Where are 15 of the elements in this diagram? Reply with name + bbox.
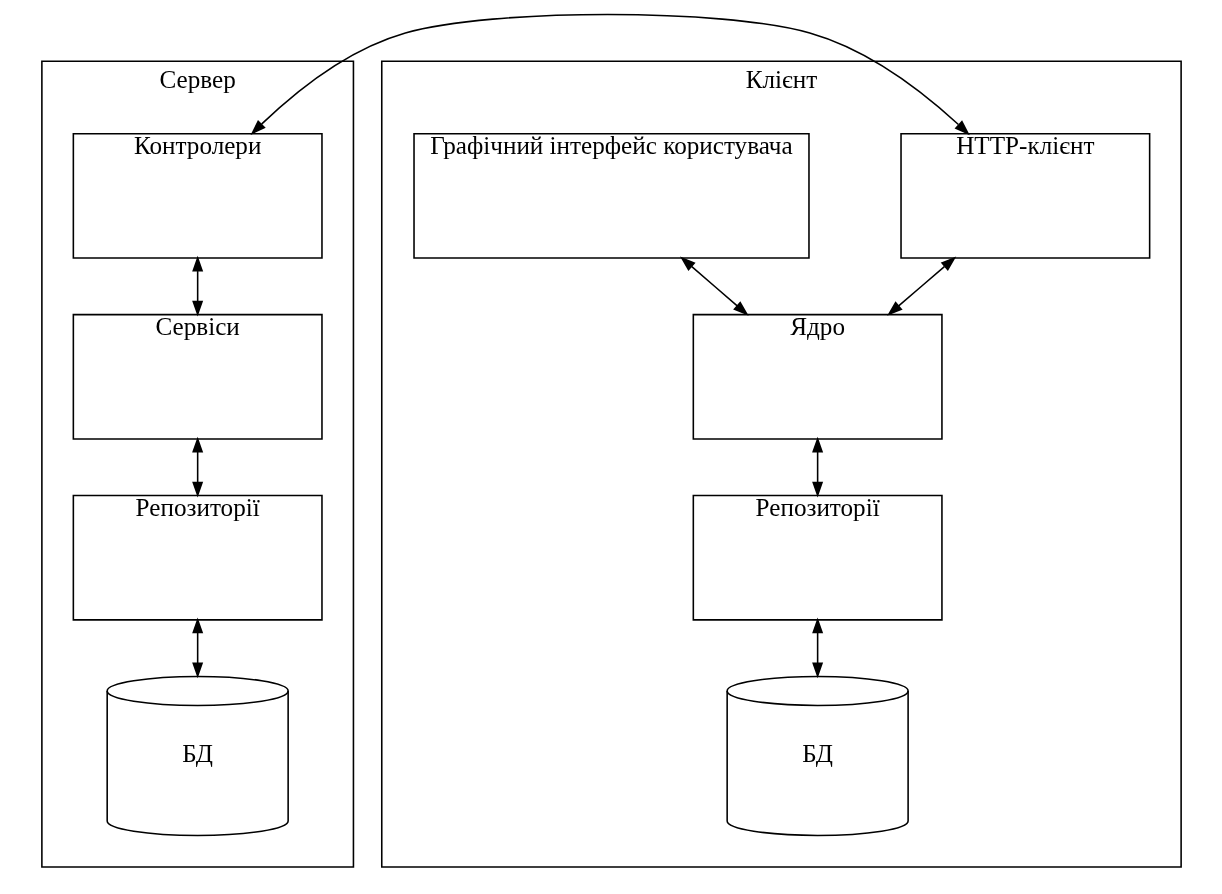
arrow [191, 255, 203, 317]
arrow [191, 436, 203, 498]
node-box: HTTP-клієнт [899, 132, 1150, 259]
node-box: Ядро [692, 313, 943, 440]
node-box: Репозиторії [72, 494, 323, 621]
node-box: Репозиторії [692, 494, 943, 621]
arrow [250, 13, 970, 136]
node-box: Графічний інтерфейс користувача [412, 132, 810, 259]
arrow [191, 617, 203, 679]
arrow [886, 256, 956, 316]
arrow [811, 617, 823, 679]
node-box: Сервіси [72, 313, 323, 440]
node-box: Контролери [72, 132, 323, 259]
arrow [811, 436, 823, 498]
arrow [679, 256, 749, 316]
